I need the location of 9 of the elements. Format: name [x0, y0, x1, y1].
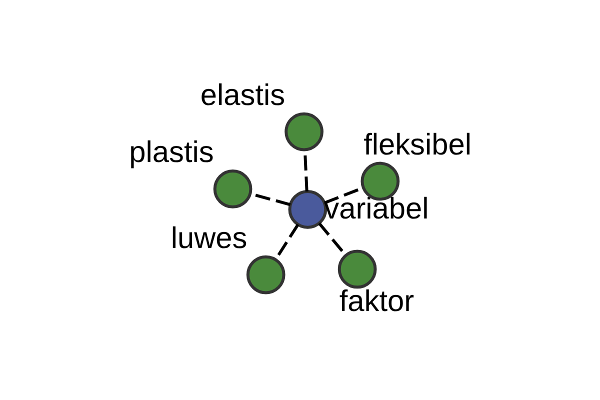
node-label: elastis [200, 78, 285, 112]
node-circle [284, 112, 323, 151]
node-label: faktor [338, 284, 414, 318]
node-circle [212, 169, 252, 208]
node-circle [246, 254, 285, 294]
node-label: fleksibel [363, 128, 472, 161]
node-circle [337, 249, 376, 288]
node-label: plastis [128, 136, 214, 169]
node-label: luwes [170, 221, 247, 254]
